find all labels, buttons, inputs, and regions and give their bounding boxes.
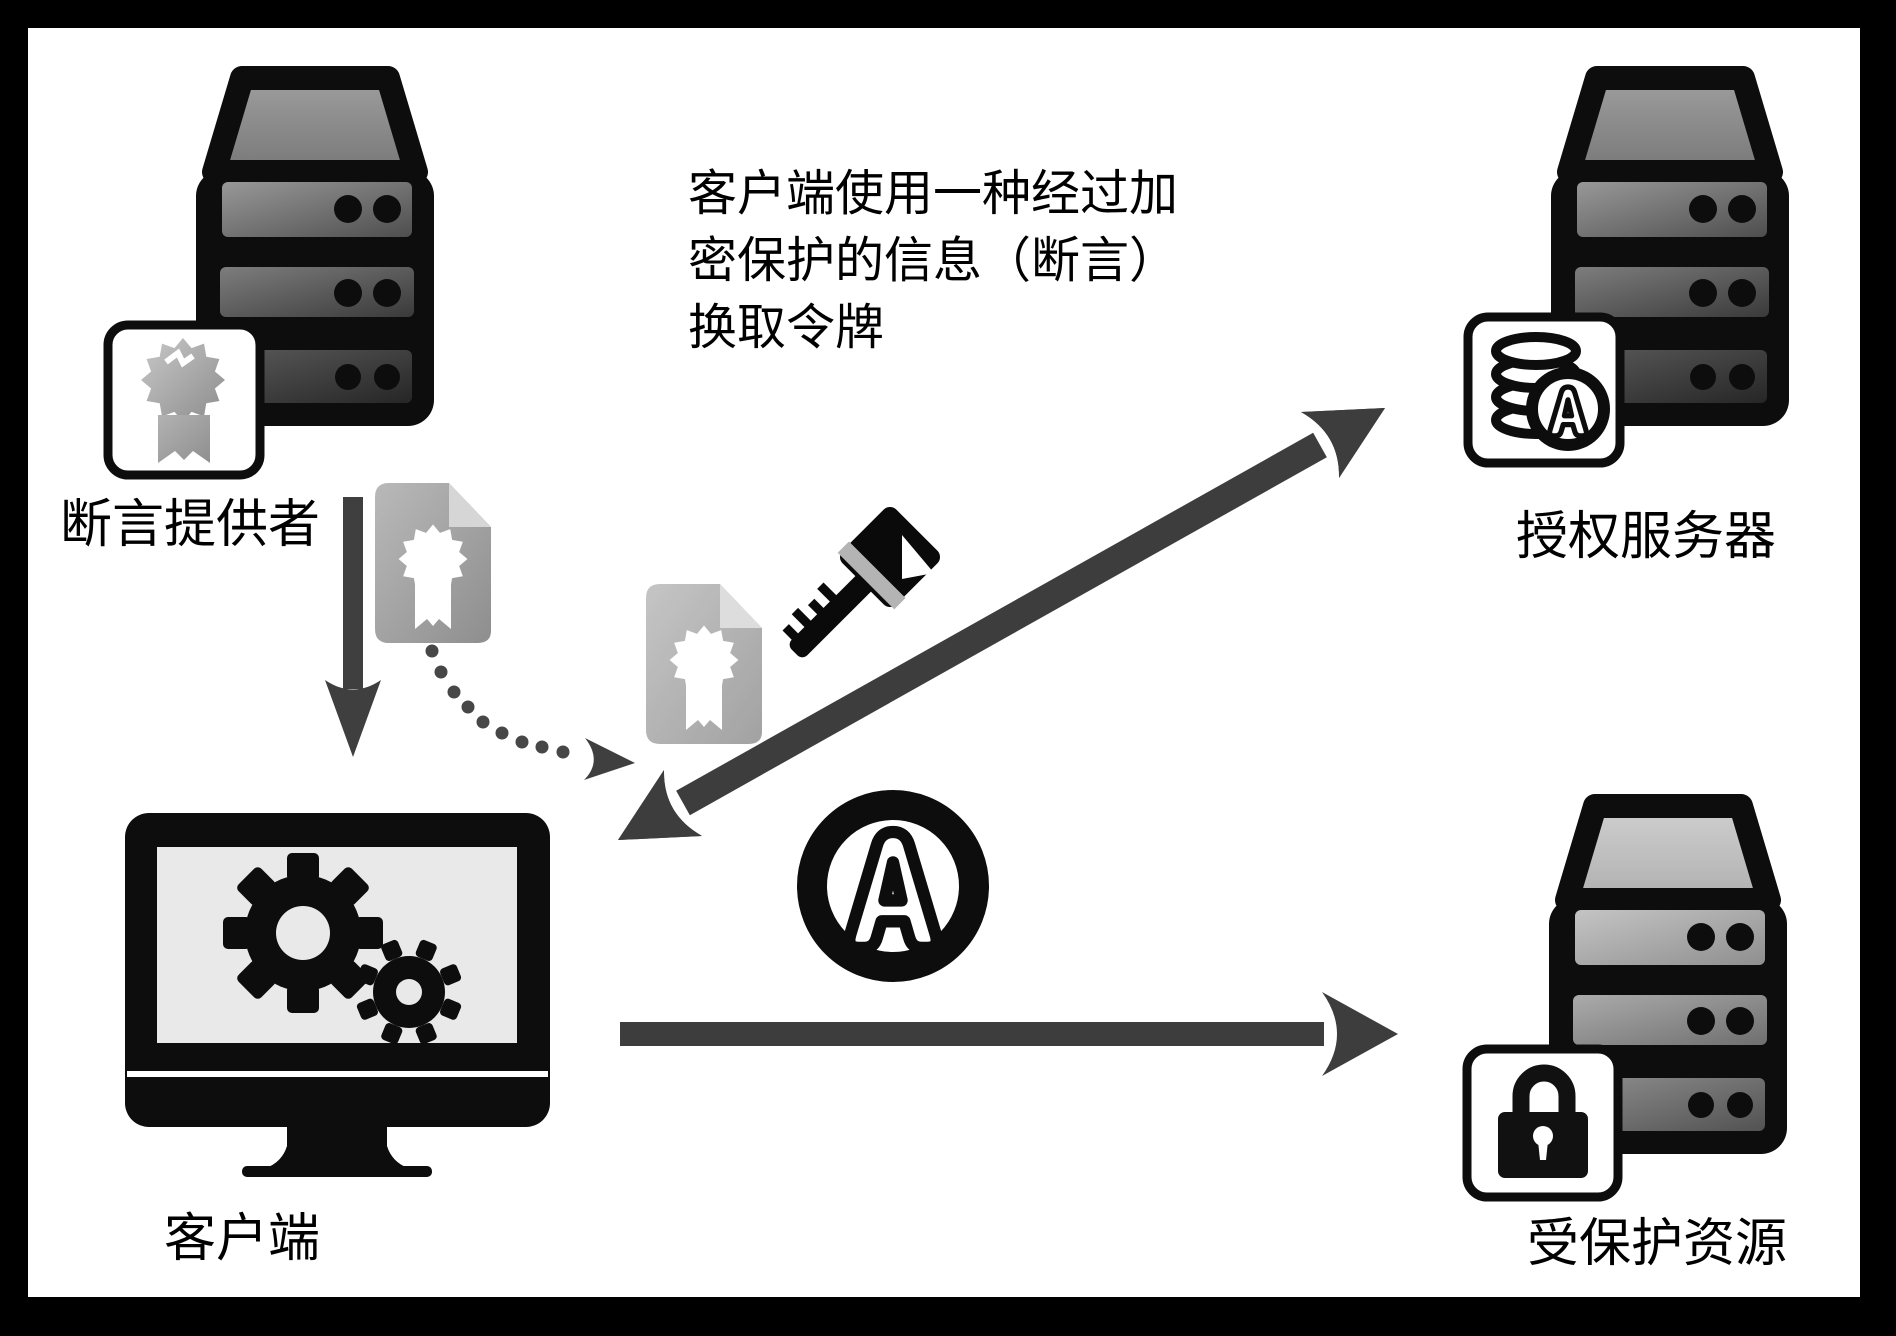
authorization-server-label: 授权服务器 (1516, 509, 1777, 566)
resource-access-arrow (620, 992, 1398, 1076)
key-icon (782, 506, 941, 658)
assertion-provider-label: 断言提供者 (60, 497, 321, 554)
client-label: 客户端 (164, 1211, 321, 1268)
large-gear-icon (223, 853, 383, 1013)
padlock-icon (1462, 1044, 1623, 1202)
authorization-server-icon (1463, 78, 1789, 468)
small-gear-icon (356, 939, 462, 1045)
certificate-icon (103, 320, 265, 480)
assertion-provider-server-icon (103, 78, 434, 480)
assertion-issue-arrow (325, 497, 381, 757)
token-exchange-arrow (618, 408, 1385, 840)
client-monitor-icon (125, 813, 550, 1177)
token-a-badge-icon (797, 790, 989, 982)
token-database-icon (1463, 312, 1625, 468)
protected-resource-label: 受保护资源 (1527, 1216, 1788, 1273)
caption-text: 客户端使用一种经过加 密保护的信息（断言） 换取令牌 (688, 166, 1179, 355)
monitor-stand (266, 1127, 408, 1168)
assertion-copy-dotted-arrow (425, 644, 635, 780)
protected-resource-server-icon (1462, 806, 1787, 1202)
